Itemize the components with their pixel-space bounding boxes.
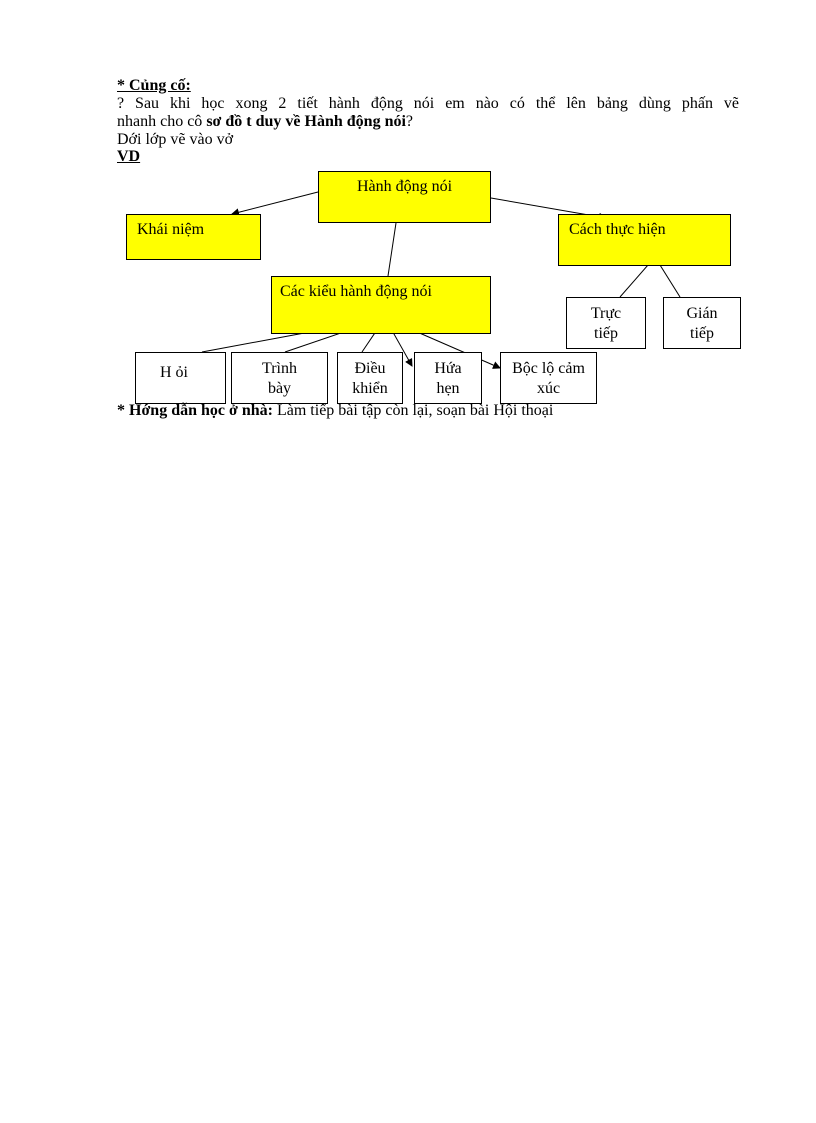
question-bold-topic: sơ đồ t duy về Hành động nói xyxy=(206,113,406,130)
example-label: VD xyxy=(117,148,141,165)
node-ask: H ỏi xyxy=(135,352,226,404)
connector-root-concept xyxy=(231,191,319,217)
node-indirect: Gián tiếp xyxy=(663,297,741,349)
node-types-label: Các kiểu hành động nói xyxy=(280,283,432,300)
node-control-label: Điều khiển xyxy=(352,360,388,397)
connector-root-types xyxy=(387,222,397,277)
node-control: Điều khiển xyxy=(337,352,403,404)
question-prefix: nhanh cho cô xyxy=(117,113,207,130)
question-line-1: ? Sau khi học xong 2 tiết hành động nói … xyxy=(117,95,739,112)
node-root: Hành động nói xyxy=(318,171,491,223)
node-present: Trình bày xyxy=(231,352,328,404)
node-root-label: Hành động nói xyxy=(356,178,453,195)
node-method: Cách thực hiện xyxy=(558,214,731,266)
node-promise-label: Hứa hẹn xyxy=(434,360,462,397)
question-suffix: ? xyxy=(405,113,414,130)
node-promise: Hứa hẹn xyxy=(414,352,482,404)
instruction-line: Dới lớp vẽ vào vở xyxy=(117,131,234,148)
node-method-label: Cách thực hiện xyxy=(569,221,666,238)
homework-text: Làm tiếp bài tập còn lại, soạn bài Hội t… xyxy=(272,402,554,419)
section-heading: * Củng cố: xyxy=(117,77,191,94)
node-concept: Khái niệm xyxy=(126,214,261,260)
question-line-2: nhanh cho cô sơ đồ t duy về Hành động nó… xyxy=(117,113,413,131)
node-express: Bộc lộ cảm xúc xyxy=(500,352,597,404)
node-present-label: Trình bày xyxy=(262,360,297,397)
node-direct: Trực tiếp xyxy=(566,297,646,349)
node-indirect-label: Gián tiếp xyxy=(686,305,718,342)
node-ask-label: H ỏi xyxy=(160,364,188,381)
node-concept-label: Khái niệm xyxy=(137,221,205,238)
homework-label: * Hớng dẫn học ở nhà: xyxy=(117,402,273,419)
node-express-label: Bộc lộ cảm xúc xyxy=(512,360,585,397)
node-types: Các kiểu hành động nói xyxy=(271,276,491,334)
node-direct-label: Trực tiếp xyxy=(590,305,622,342)
homework-line: * Hớng dẫn học ở nhà: Làm tiếp bài tập c… xyxy=(117,402,553,420)
